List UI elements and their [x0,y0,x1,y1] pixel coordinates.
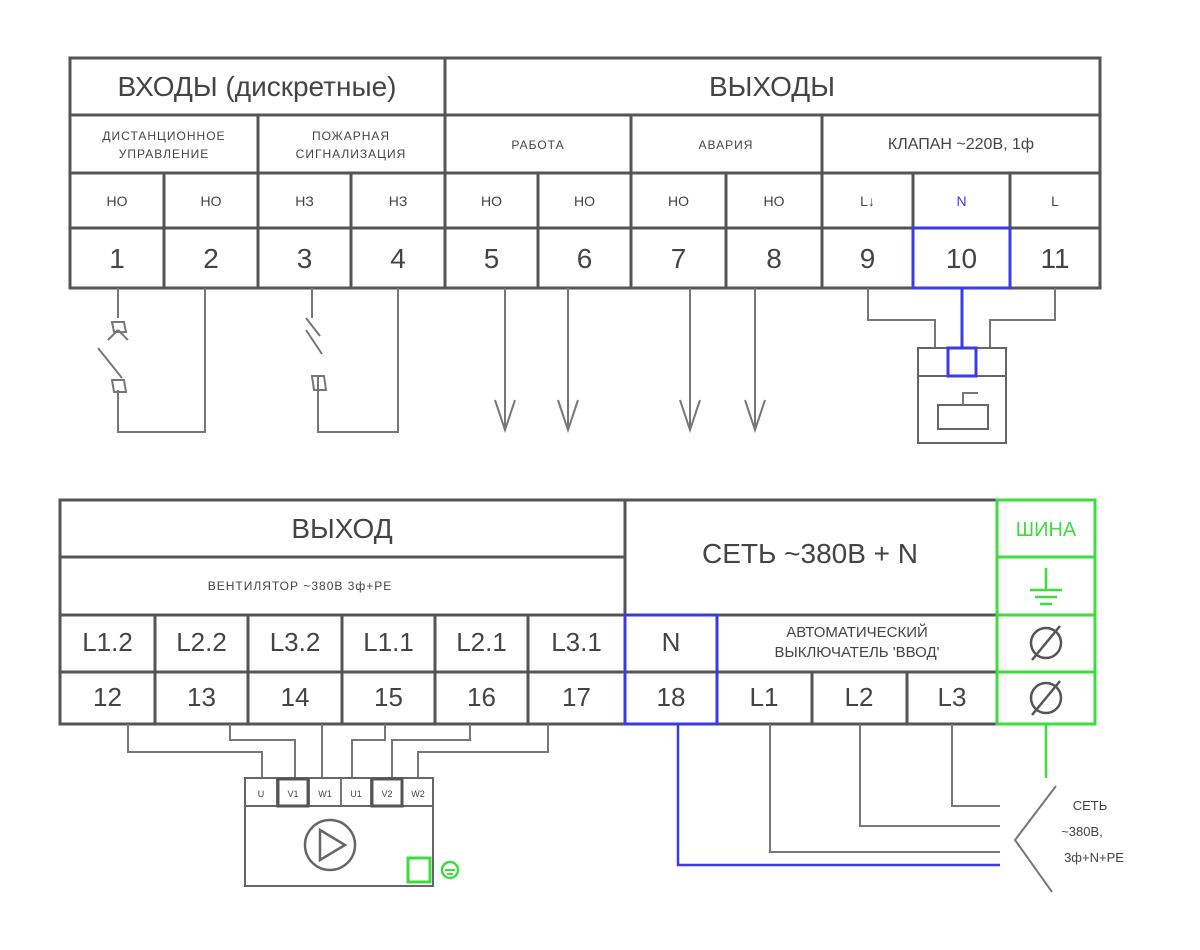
terminal-number: 16 [467,682,496,712]
terminal-number: 1 [109,243,125,274]
breaker-label: АВТОМАТИЧЕСКИЙ [786,623,928,641]
terminal-number: 13 [187,682,216,712]
fan-pins: U V1 W1 U1 V2 W2 [258,789,425,799]
net-phase-l1: L1 [750,682,779,712]
fire-alarm-switch [305,288,399,433]
inputs-header: ВХОДЫ (дискретные) [118,71,397,102]
network-header: СЕТЬ ~380В + N [702,538,918,569]
phase-label: L2.1 [456,627,507,657]
phase-label: L1.2 [82,627,133,657]
terminal-row: 1 2 3 4 5 6 7 8 9 10 11 [68,226,1102,290]
outputs-header: ВЫХОДЫ [709,71,835,102]
terminal-number: 2 [203,243,219,274]
contact-type-label: НЗ [295,193,314,209]
neutral-highlight [623,613,719,726]
bus-header: ШИНА [1016,519,1077,541]
inputs-header-cell [68,56,447,117]
fan-pin-label: U [258,789,265,799]
external-network-label-3: 3ф+N+PE [1064,850,1124,865]
terminal-number: 10 [946,243,977,274]
external-network-label-2: ~380В, [1061,824,1103,839]
group-alarm-label: АВАРИЯ [699,138,754,152]
ground-icon [1030,568,1062,606]
contact-type-label: L [1051,193,1059,209]
external-network-label-1: СЕТЬ [1073,798,1108,813]
contact-type-label: L↓ [860,193,875,209]
terminal-number: 15 [374,682,403,712]
terminal-number: 18 [657,682,686,712]
network-wiring: СЕТЬ ~380В, 3ф+N+PE [676,724,1124,893]
terminal-number: 5 [484,243,500,274]
output-header: ВЫХОД [291,513,392,544]
group-fire-alarm-label: ПОЖАРНАЯ [312,129,390,143]
valve-actuator [867,288,1056,444]
fan-pe-terminal [406,856,432,884]
group-work-label: РАБОТА [511,138,564,152]
terminal-number: 4 [390,243,406,274]
net-phase-l3: L3 [938,682,967,712]
contact-type-label: НО [201,193,222,209]
phase-label: L3.1 [551,627,602,657]
contact-row: НО НО НЗ НЗ НО НО НО НО L↓ N L [68,171,1102,230]
net-phase-l2: L2 [845,682,874,712]
terminal-number: 3 [297,243,313,274]
contact-type-label: НО [574,193,595,209]
terminal-number: 6 [577,243,593,274]
contact-type-label: НЗ [389,193,408,209]
bottom-terminal-row: 12 13 14 15 16 17 18 [58,670,719,726]
breaker-label-2: ВЫКЛЮЧАТЕЛЬ 'ВВОД' [774,644,939,661]
contact-type-label: N [956,193,966,209]
output-header-cell [58,498,627,559]
phase-label: N [662,627,681,657]
bottom-phase-row: L1.2 L2.2 L3.2 L1.1 L2.1 L3.1 N [58,613,719,674]
terminal-number: 14 [281,682,310,712]
network-header-cell [623,498,999,617]
bottom-terminal-block: ВЫХОД ВЕНТИЛЯТОР ~380В 3ф+PE СЕТЬ ~380В … [58,498,1097,726]
contact-type-label: НО [481,193,502,209]
group-remote-control-label-2: УПРАВЛЕНИЕ [119,147,210,161]
fan-pin-label: W2 [411,789,425,799]
group-valve-label: КЛАПАН ~220В, 1ф [888,136,1034,153]
bus-terminal-icon [1029,625,1063,661]
phase-label: L2.2 [176,627,227,657]
bus-terminal-icon-2 [1029,680,1063,716]
terminal-number: 9 [860,243,876,274]
fan-pe-icon [440,860,460,880]
fan-icon [303,818,357,872]
bus-header-cell [995,498,1097,559]
group-fire-alarm-label-2: СИГНАЛИЗАЦИЯ [296,147,407,161]
fan-pin-label: U1 [350,789,362,799]
group-remote-control-label: ДИСТАНЦИОННОЕ [102,129,225,143]
terminal-number: 12 [93,682,122,712]
fan-motor: U V1 W1 U1 V2 W2 [127,724,549,887]
terminal-number: 7 [671,243,687,274]
top-terminal-block: ВХОДЫ (дискретные) ВЫХОДЫ ДИСТАНЦИОННОЕ … [68,56,1102,290]
contact-type-label: НО [764,193,785,209]
terminal-number: 8 [766,243,782,274]
fan-pin-label: V2 [381,789,392,799]
terminal-number: 11 [1040,243,1069,274]
fan-pin-label: W1 [318,789,332,799]
fan-label: ВЕНТИЛЯТОР ~380В 3ф+PE [208,579,393,593]
contact-type-label: НО [668,193,689,209]
remote-switch [97,288,206,433]
phase-label: L1.1 [363,627,414,657]
phase-label: L3.2 [270,627,321,657]
contact-type-label: НО [107,193,128,209]
fan-pin-label: V1 [287,789,298,799]
output-arrows [494,288,766,434]
terminal-number: 17 [562,682,591,712]
